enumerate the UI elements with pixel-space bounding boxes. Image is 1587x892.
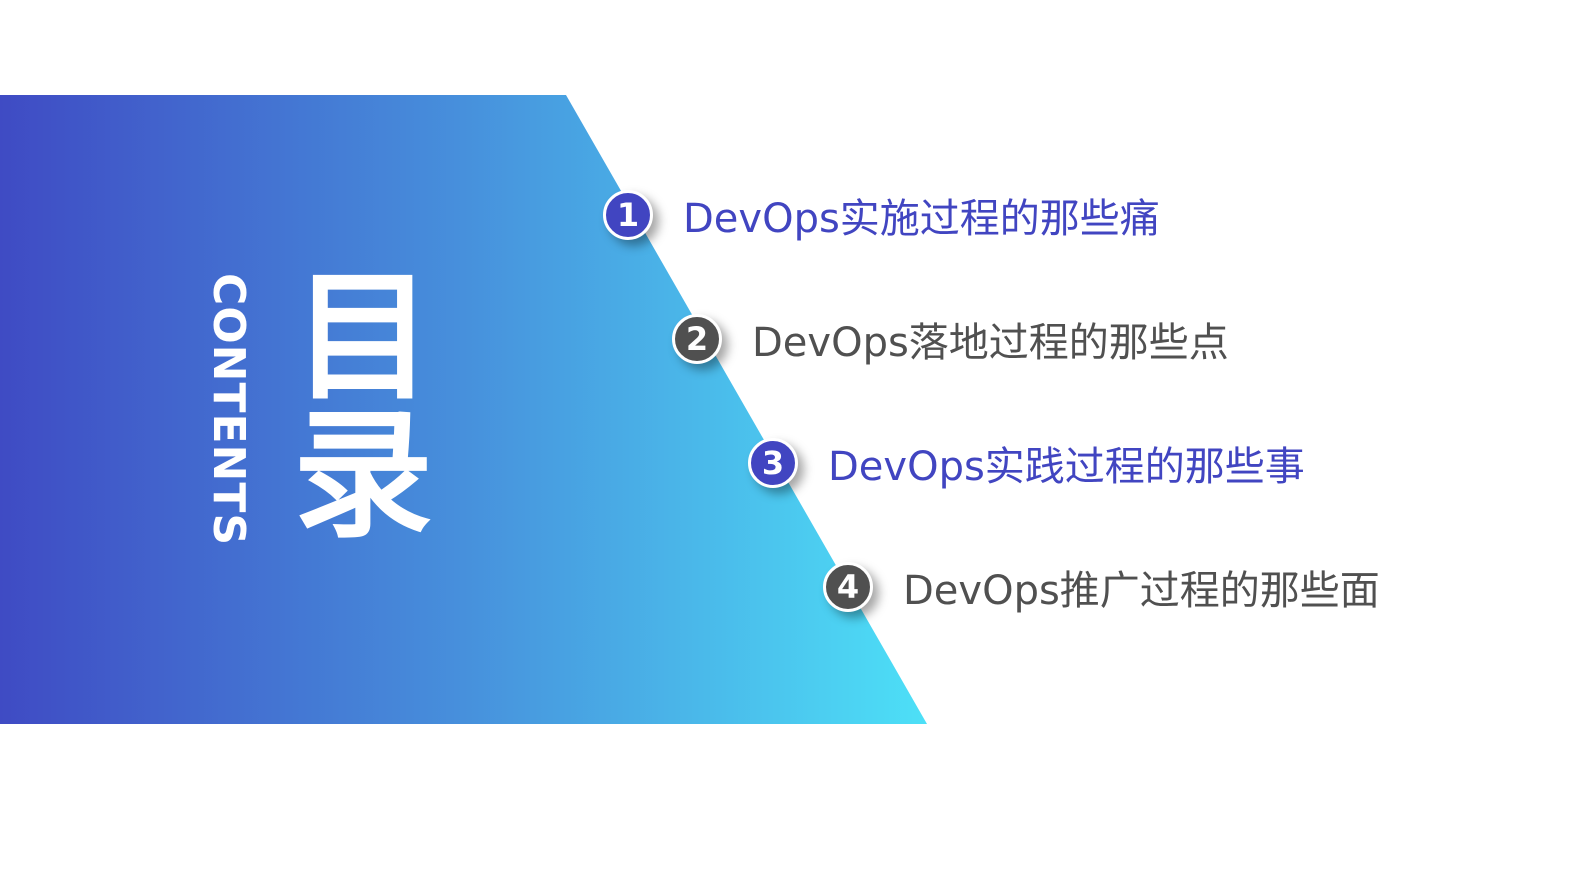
page-title: 目录: [292, 257, 433, 558]
toc-label-2: DevOps落地过程的那些点: [752, 320, 1229, 366]
number-badge-4: 4: [823, 562, 873, 612]
contents-english-title: CONTENTS: [204, 272, 255, 545]
toc-item-2[interactable]: 2 DevOps落地过程的那些点: [672, 310, 1229, 368]
contents-text: CONTENTS: [203, 272, 255, 546]
toc-item-3[interactable]: 3 DevOps实践过程的那些事: [748, 434, 1305, 492]
toc-label-4: DevOps推广过程的那些面: [903, 568, 1380, 614]
number-badge-1: 1: [603, 190, 653, 240]
toc-item-4[interactable]: 4 DevOps推广过程的那些面: [823, 558, 1380, 616]
number-badge-3: 3: [748, 438, 798, 488]
toc-item-1[interactable]: 1 DevOps实施过程的那些痛: [603, 186, 1160, 244]
number-badge-2: 2: [672, 314, 722, 364]
toc-label-1: DevOps实施过程的那些痛: [683, 196, 1160, 242]
toc-label-3: DevOps实践过程的那些事: [828, 444, 1305, 490]
